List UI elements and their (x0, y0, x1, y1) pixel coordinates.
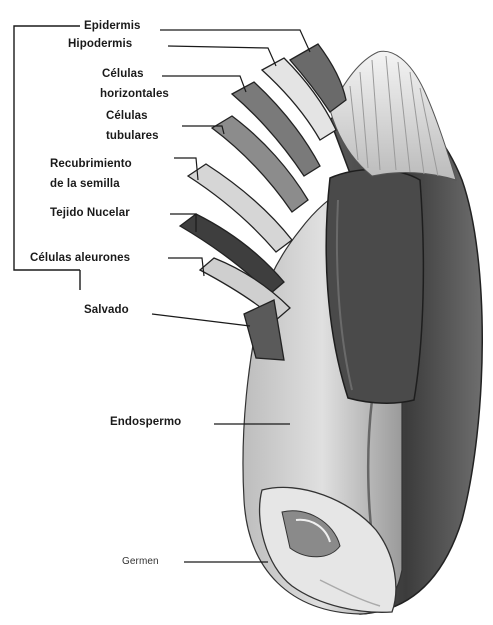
label-seed-coat-line2: de la semilla (50, 178, 120, 191)
label-endosperm: Endospermo (110, 416, 181, 429)
label-epidermis: Epidermis (84, 20, 141, 33)
label-nucellar-tissue: Tejido Nucelar (50, 207, 130, 220)
label-horizontal-cells-line2: horizontales (100, 88, 169, 101)
label-hypodermis: Hipodermis (68, 38, 132, 51)
cutaway-layer (326, 170, 423, 404)
label-germ: Germen (122, 555, 159, 568)
label-horizontal-cells-line1: Células (102, 68, 144, 81)
label-seed-coat-line1: Recubrimiento (50, 158, 132, 171)
label-aleurone-cells: Células aleurones (30, 252, 130, 265)
label-bran: Salvado (84, 304, 129, 317)
label-tubular-cells-line2: tubulares (106, 130, 159, 143)
label-tubular-cells-line1: Células (106, 110, 148, 123)
